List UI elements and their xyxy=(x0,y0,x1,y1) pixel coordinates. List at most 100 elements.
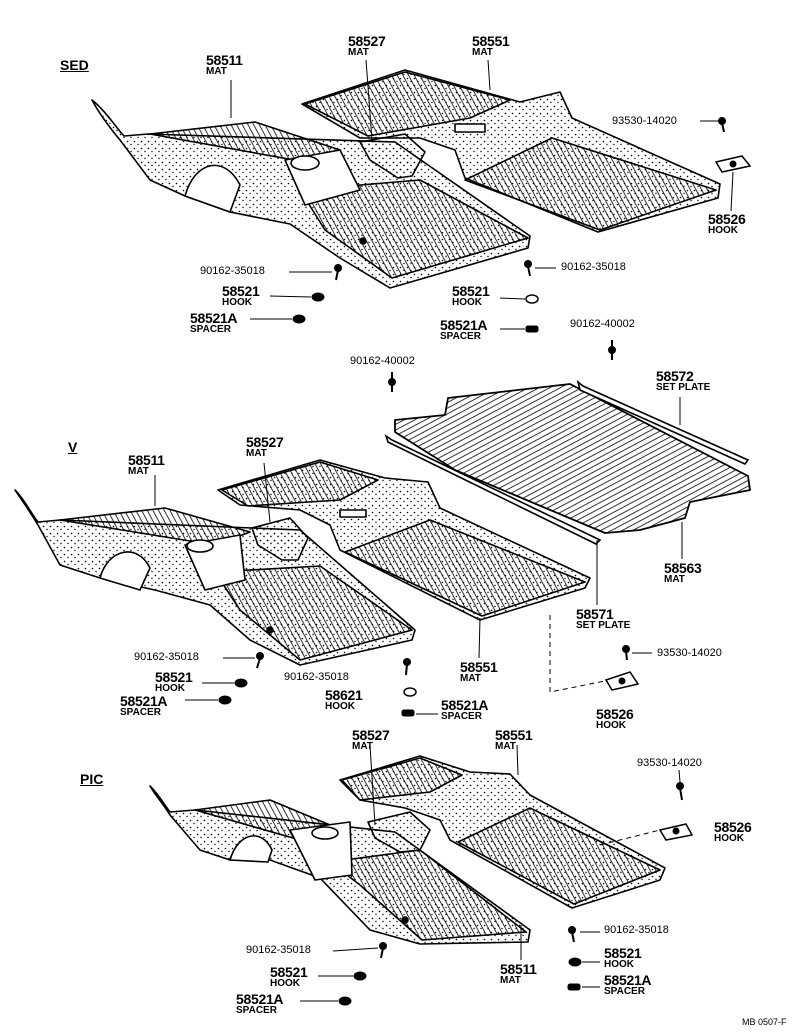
part-name: SET PLATE xyxy=(656,382,711,393)
spacer-icon xyxy=(567,983,581,991)
bolt-icon xyxy=(388,372,396,392)
spacer-icon xyxy=(525,325,539,333)
callout-58521a-sed-left: 58521A SPACER xyxy=(190,311,238,335)
part-name: MAT xyxy=(472,47,493,58)
callout-58563: 58563 MAT xyxy=(664,561,702,585)
part-name: MAT xyxy=(500,975,521,986)
callout-58527-sed: 58527 MAT xyxy=(348,33,386,58)
section-label-pic: PIC xyxy=(80,771,104,787)
callout-58551-sed: 58551 MAT xyxy=(472,33,510,58)
part-name: MAT xyxy=(352,741,373,752)
pic-hook-leader xyxy=(599,829,661,846)
part-number: 58526 xyxy=(596,706,634,722)
callout-58521a-sed-right: 58521A SPACER xyxy=(440,317,488,342)
part-name: MAT xyxy=(348,47,369,58)
part-number: 58521 xyxy=(222,283,260,299)
callout-90162-35018-v-left: 90162-35018 xyxy=(134,651,199,663)
part-number: 58521A xyxy=(441,697,489,713)
v-hook-leader xyxy=(549,615,611,693)
callout-58511-sed: 58511 MAT xyxy=(206,53,243,77)
part-name: HOOK xyxy=(270,978,300,989)
hook-icon xyxy=(353,971,367,981)
callout-58527-pic: 58527 MAT xyxy=(352,727,390,752)
part-name: MAT xyxy=(206,66,227,77)
drawing-code: MB 0507-F xyxy=(742,1017,787,1027)
part-number: 58527 xyxy=(348,33,386,49)
hook-icon xyxy=(403,687,417,697)
hook-bracket-icon xyxy=(658,823,694,841)
callout-58551-v: 58551 MAT xyxy=(460,660,498,684)
callout-90162-40002-right: 90162-40002 xyxy=(570,318,635,330)
part-name: SPACER xyxy=(441,711,482,722)
hook-icon xyxy=(525,294,539,304)
hook-icon xyxy=(311,292,325,302)
pic-rear-mat-58551 xyxy=(339,755,666,909)
part-name: HOOK xyxy=(452,297,482,308)
bolt-icon xyxy=(568,926,576,943)
section-label-sed: SED xyxy=(60,57,89,73)
part-number: 58551 xyxy=(495,727,533,743)
section-label-v: V xyxy=(68,439,78,455)
part-number: 58521 xyxy=(604,945,642,961)
part-name: SPACER xyxy=(440,331,481,342)
callout-93530-14020-v: 93530-14020 xyxy=(657,647,722,659)
part-number: 58571 xyxy=(576,606,614,622)
callout-90162-35018-pic-right: 90162-35018 xyxy=(604,924,669,936)
bolt-icon xyxy=(379,942,387,959)
callout-58527-v: 58527 MAT xyxy=(246,434,284,459)
hook-bracket-icon xyxy=(714,155,752,173)
part-name: SPACER xyxy=(604,986,645,997)
callout-58526-sed: 58526 HOOK xyxy=(708,212,746,236)
fasteners xyxy=(218,117,752,1006)
callout-58521-sed-right: 58521 HOOK xyxy=(452,284,490,308)
callout-58521-sed-left: 58521 HOOK xyxy=(222,283,260,308)
part-name: HOOK xyxy=(325,701,355,712)
bolt-icon xyxy=(403,658,411,676)
part-number: 58521 xyxy=(270,964,308,980)
callout-58521a-v-right: 58521A SPACER xyxy=(441,697,489,722)
pic-center-mat-58527 xyxy=(367,811,431,853)
callout-58521a-v-left: 58521A SPACER xyxy=(120,693,168,718)
bolt-icon xyxy=(524,260,532,277)
part-name: HOOK xyxy=(604,959,634,970)
v-center-mat-58527 xyxy=(251,517,309,561)
callout-90162-35018-sed-right: 90162-35018 xyxy=(561,261,626,273)
screw-icon xyxy=(718,117,726,133)
part-name: HOOK xyxy=(708,225,738,236)
callout-58526-pic: 58526 HOOK xyxy=(714,819,752,844)
part-number: 58527 xyxy=(352,727,390,743)
callout-58551-pic: 58551 MAT xyxy=(495,727,533,752)
part-name: HOOK xyxy=(222,297,252,308)
part-name: HOOK xyxy=(714,833,744,844)
part-name: MAT xyxy=(128,466,149,477)
sed-front-mat-58511 xyxy=(91,99,531,289)
part-number: 58511 xyxy=(206,52,243,68)
part-name: SPACER xyxy=(120,707,161,718)
callout-93530-14020-sed: 93530-14020 xyxy=(612,115,677,127)
part-number: 58621 xyxy=(325,687,363,703)
part-number: 58526 xyxy=(714,819,752,835)
hook-icon xyxy=(234,678,248,688)
part-number: 58521 xyxy=(155,669,193,685)
part-number: 58551 xyxy=(472,33,510,49)
callout-58526-v: 58526 HOOK xyxy=(596,706,634,731)
callout-58621-v-right: 58621 HOOK xyxy=(325,687,363,712)
bolt-icon xyxy=(608,340,616,360)
part-name: SPACER xyxy=(236,1005,277,1016)
part-name: SPACER xyxy=(190,324,231,335)
callout-93530-14020-pic: 93530-14020 xyxy=(637,757,702,769)
callout-90162-35018-sed-left: 90162-35018 xyxy=(200,265,265,277)
hook-bracket-icon xyxy=(604,671,640,691)
part-number: 58521A xyxy=(440,317,488,333)
hook-icon xyxy=(568,957,582,967)
part-name: SET PLATE xyxy=(576,620,631,631)
part-number: 58521A xyxy=(120,693,168,709)
part-number: 58527 xyxy=(246,434,284,450)
part-number: 58521A xyxy=(236,991,284,1007)
callout-58511-v: 58511 MAT xyxy=(128,453,165,477)
leader-lines xyxy=(154,59,734,1002)
callout-58521a-pic-left: 58521A SPACER xyxy=(236,991,284,1016)
spacer-icon xyxy=(401,709,415,717)
callout-58511-pic: 58511 MAT xyxy=(500,962,537,986)
